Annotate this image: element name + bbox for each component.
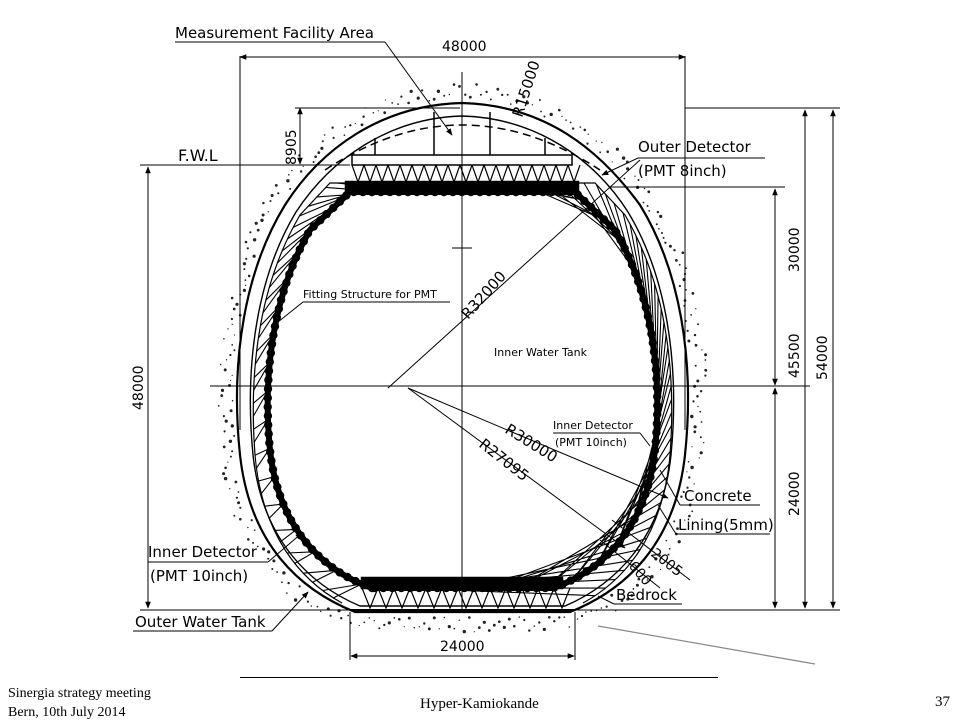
concrete-label: Concrete bbox=[684, 487, 752, 505]
measurement-area-label: Measurement Facility Area bbox=[175, 24, 374, 42]
bedrock-speckles bbox=[217, 83, 708, 634]
outer-water-tank-label: Outer Water Tank bbox=[135, 613, 266, 631]
pmt-beads bbox=[263, 187, 662, 593]
lining-label: Lining(5mm) bbox=[678, 516, 774, 534]
footer-meeting-line1: Sinergia strategy meeting bbox=[8, 686, 151, 701]
dim-bottom-24000-label: 24000 bbox=[440, 639, 485, 655]
r32000-label: R32000 bbox=[458, 267, 510, 322]
footer-divider bbox=[240, 677, 718, 678]
dim-8905-label: 8905 bbox=[284, 129, 300, 165]
inner-detector-small-label-1: Inner Detector bbox=[553, 419, 633, 432]
footer-meeting-line2: Bern, 10th July 2014 bbox=[8, 705, 126, 720]
r30000-line bbox=[407, 387, 669, 499]
top-platform bbox=[344, 112, 581, 194]
dim-2005-label: 2005 bbox=[648, 546, 686, 581]
dim-right bbox=[575, 107, 840, 611]
bedrock-label: Bedrock bbox=[616, 586, 677, 604]
footer-title: Hyper-Kamiokande bbox=[420, 696, 539, 712]
page-number: 37 bbox=[935, 694, 950, 710]
r15000-label: R15000 bbox=[509, 58, 544, 119]
dim-30000-label: 30000 bbox=[787, 227, 803, 272]
inner-detector-small-label-2: (PMT 10inch) bbox=[555, 436, 627, 449]
dim-24000-right-label: 24000 bbox=[787, 471, 803, 516]
dim-left-48000-label: 48000 bbox=[131, 365, 147, 410]
r27095-line bbox=[407, 387, 626, 549]
dim-left-48000 bbox=[140, 164, 360, 611]
inner-detector-large-label-1: Inner Detector bbox=[148, 543, 258, 561]
dim-45500-label: 45500 bbox=[787, 333, 803, 378]
outer-detector-label-2: (PMT 8inch) bbox=[638, 162, 727, 180]
inner-detector-large-label-2: (PMT 10inch) bbox=[150, 567, 248, 585]
dim-top-48000-label: 48000 bbox=[442, 39, 487, 55]
fitting-structure-label: Fitting Structure for PMT bbox=[303, 288, 437, 301]
dim-54000-label: 54000 bbox=[815, 335, 831, 380]
fwl-label: F.W.L bbox=[178, 146, 218, 165]
inner-water-tank-label: Inner Water Tank bbox=[494, 346, 588, 359]
r32000-line bbox=[387, 159, 641, 389]
dim-bottom-24000 bbox=[349, 612, 576, 660]
footer-meeting-info: Sinergia strategy meeting Bern, 10th Jul… bbox=[8, 684, 151, 722]
dim-top-48000 bbox=[239, 54, 686, 430]
outer-detector-label-1: Outer Detector bbox=[638, 138, 752, 156]
